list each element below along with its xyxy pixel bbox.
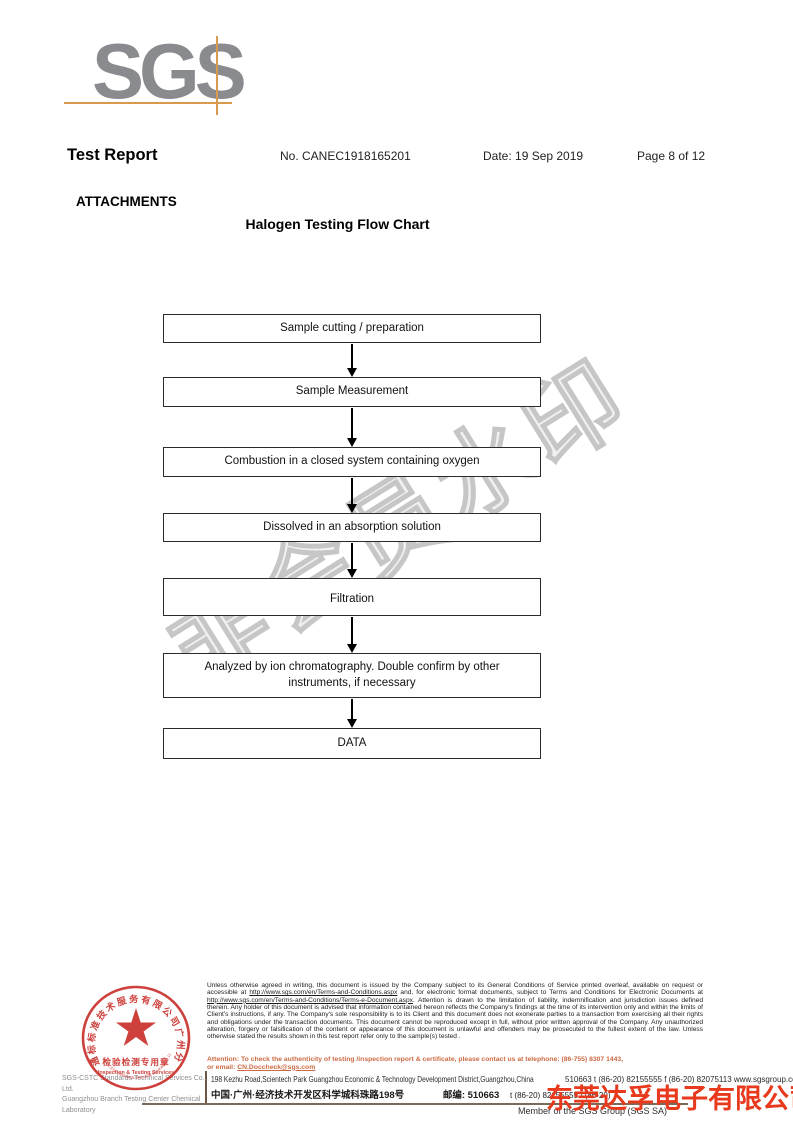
lab-company-lines: SGS-CSTC Standards Technical Services Co… [62,1074,212,1116]
terms-link[interactable]: http://www.sgs.com/en/Terms-and-Conditio… [249,989,398,997]
seal-line-en: Inspection & Testing Services [98,1070,174,1076]
legal-text-segment: . Attention is drawn to the limitation o… [207,996,703,1041]
legal-text-segment: and, for electronic format documents, su… [397,989,704,997]
flow-step-sample-cutting: Sample cutting / preparation [163,314,541,343]
flow-step-sample-measurement: Sample Measurement [163,377,541,407]
overlay-company-name: 东莞达孚电子有限公司 [546,1084,793,1114]
address-english: 198 Kezhu Road,Scientech Park Guangzhou … [211,1074,793,1084]
flow-step-combustion: Combustion in a closed system containing… [163,447,541,477]
sgs-member-line: Member of the SGS Group (SGS SA) [518,1106,668,1116]
address-chinese: 中国·广州·经济技术开发区科学城科珠路198号 邮编: 510663 t (86… [211,1087,611,1101]
legal-text-segment: Unless otherwise agreed in writing, this… [207,982,703,997]
address-en-contacts: 510663 t (86-20) 82155555 f (86-20) 8207… [565,1075,793,1084]
address-cn-postal: 邮编: 510663 [442,1090,500,1101]
address-divider [205,1071,207,1104]
flow-arrow-down [346,543,359,578]
flow-arrow-down [346,478,359,513]
lab-company-line2: Guangzhou Branch Testing Center Chemical… [62,1096,201,1114]
logo-vertical-rule [216,36,218,115]
flow-step-dissolved: Dissolved in an absorption solution [163,513,541,542]
legal-disclaimer: Unless otherwise agreed in writing, this… [207,982,703,1041]
seal-star-icon [116,1008,156,1046]
address-cn-contacts: t (86-20) 82155555 f (86-20) [509,1091,611,1100]
flow-arrow-down [346,617,359,653]
logo-horizontal-rule [64,102,232,104]
flow-arrow-down [346,699,359,728]
page-indicator: Page 8 of 12 [637,149,706,163]
flowchart-title: Halogen Testing Flow Chart [245,216,430,232]
report-number: No. CANEC1918165201 [280,149,411,163]
flow-step-data: DATA [163,728,541,759]
flow-step-analysis: Analyzed by ion chromatography. Double c… [163,653,541,698]
lab-company-line1: SGS-CSTC Standards Technical Services Co… [62,1075,207,1093]
report-title: Test Report [67,146,158,164]
attention-line1: Attention: To check the authenticity of … [207,1056,624,1063]
terms-link[interactable]: http://www.sgs.com/en/Terms-and-Conditio… [207,996,413,1004]
seal-ring [81,985,191,1091]
attention-line2-label: or email: [207,1063,238,1071]
report-date: Date: 19 Sep 2019 [483,149,584,163]
address-cn-text: 中国·广州·经济技术开发区科学城科珠路198号 [211,1090,405,1101]
flow-arrow-down [346,344,359,377]
address-en-text: 198 Kezhu Road,Scientech Park Guangzhou … [211,1074,534,1084]
attachments-heading: ATTACHMENTS [76,194,177,209]
footer-rule [142,1103,688,1105]
doccheck-email-link[interactable]: CN.Doccheck@sgs.com [237,1063,316,1071]
flow-step-filtration: Filtration [163,578,541,616]
attention-notice: Attention: To check the authenticity of … [207,1056,707,1071]
inspection-testing-seal: 通标标准技术服务有限公司广州分公司 SGS-CSTC Standards Tec… [68,984,191,1091]
seal-line-cn: 检验检测专用章 [102,1056,169,1067]
flow-arrow-down [346,408,359,447]
sgs-logo: SGS [92,27,247,115]
